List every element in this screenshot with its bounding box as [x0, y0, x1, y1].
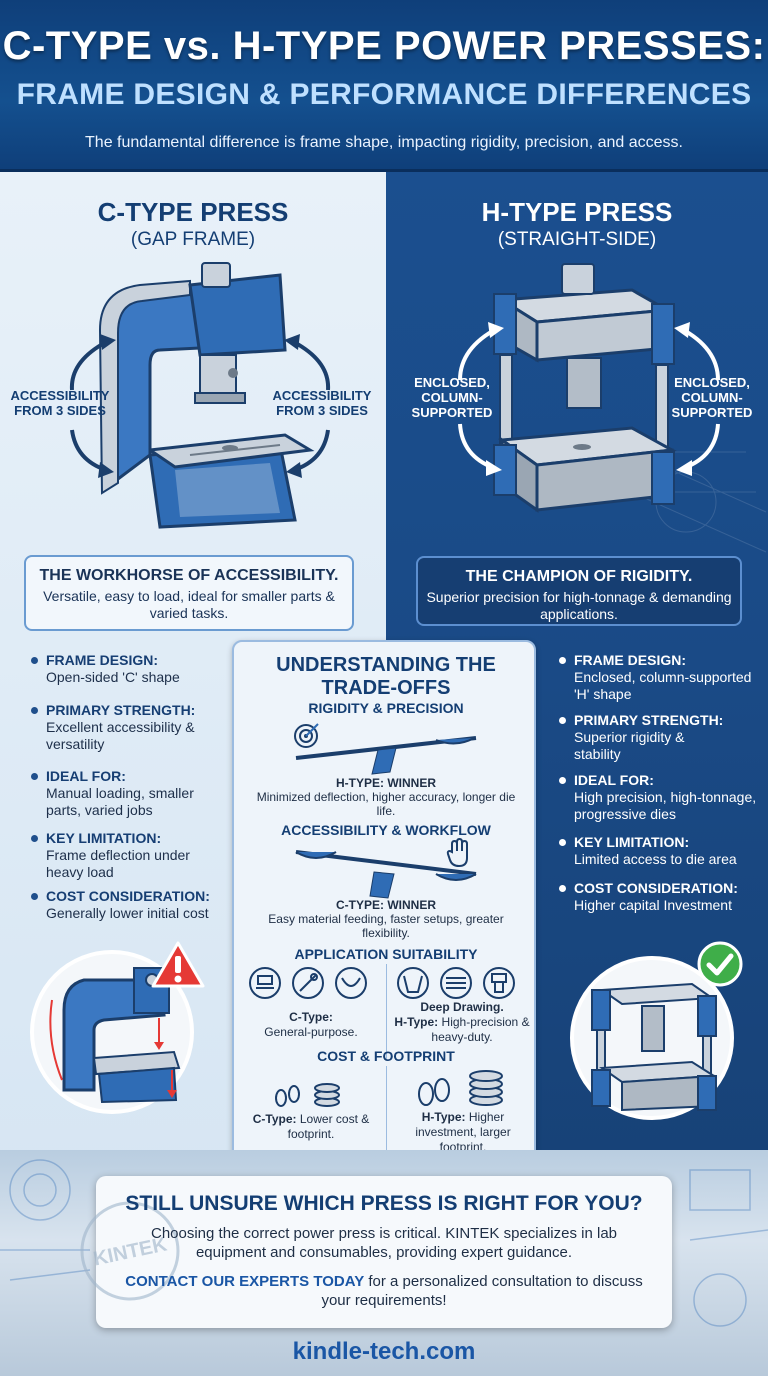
footer-domain-link[interactable]: kindle-tech.com	[292, 1338, 476, 1365]
c-type-arrows-right	[284, 334, 331, 478]
h-type-side-label-left: ENCLOSED, COLUMN-SUPPORTED	[411, 375, 493, 420]
c-type-tagline-text: Versatile, easy to load, ideal for small…	[43, 588, 335, 621]
c-type-side-label-right: ACCESSIBILITY FROM 3 SIDES	[272, 388, 372, 418]
h-type-feature: COST CONSIDERATION: Higher capital Inves…	[559, 880, 764, 914]
c-type-side-label-left: ACCESSIBILITY FROM 3 SIDES	[10, 388, 110, 418]
h-type-press-illustration	[493, 263, 677, 513]
check-icon	[697, 941, 743, 987]
c-type-deflection-illustration	[30, 950, 194, 1114]
header-banner: C-TYPE vs. H-TYPE POWER PRESSES: FRAME D…	[0, 0, 768, 172]
cta-text: Choosing the correct power press is crit…	[150, 1225, 618, 1261]
rigidity-text: Minimized deflection, higher accuracy, l…	[256, 790, 516, 818]
cost-h-line: H-Type: Higher investment, larger footpr…	[415, 1110, 511, 1154]
c-type-feature: PRIMARY STRENGTH: Excellent accessibilit…	[31, 702, 196, 752]
access-scale-illustration	[295, 850, 477, 899]
h-type-subtitle: (STRAIGHT-SIDE)	[497, 229, 657, 250]
h-type-tagline-box: THE CHAMPION OF RIGIDITY. Superior preci…	[416, 556, 742, 626]
trade-offs-panel: UNDERSTANDING THE TRADE-OFFS RIGIDITY & …	[232, 640, 536, 1162]
h-type-application-icons	[397, 967, 515, 999]
access-heading: ACCESSIBILITY & WORKFLOW	[281, 822, 491, 838]
c-type-application-icons	[249, 967, 367, 999]
h-type-tagline-heading: THE CHAMPION OF RIGIDITY.	[465, 568, 693, 585]
application-c-label: C-Type:	[289, 1010, 333, 1024]
page-subtitle: FRAME DESIGN & PERFORMANCE DIFFERENCES	[16, 78, 752, 111]
h-type-arrows-left	[458, 322, 504, 476]
h-type-arrows-right	[674, 322, 720, 476]
trade-offs-title-line1: UNDERSTANDING THE	[276, 654, 496, 676]
warning-icon	[151, 941, 205, 988]
c-type-arrows-left	[69, 334, 116, 478]
rigidity-winner: H-TYPE: WINNER	[336, 776, 436, 790]
trade-offs-title-line2: TRADE-OFFS	[321, 677, 451, 699]
h-type-stability-illustration	[570, 956, 734, 1120]
cost-divider	[386, 1066, 387, 1158]
h-type-feature: KEY LIMITATION: Limited access to die ar…	[559, 834, 764, 868]
hand-icon	[446, 838, 468, 868]
c-type-feature: COST CONSIDERATION: Generally lower init…	[31, 888, 236, 922]
h-type-feature: PRIMARY STRENGTH: Superior rigidity & st…	[559, 712, 734, 763]
access-winner: C-TYPE: WINNER	[336, 898, 436, 912]
c-type-title: C-TYPE PRESS	[97, 197, 289, 227]
application-divider	[386, 964, 387, 1060]
kintek-watermark: KINTEK	[80, 1201, 180, 1301]
blueprint-decoration	[0, 1159, 768, 1327]
footprint-icon	[418, 1078, 450, 1106]
h-type-title: H-TYPE PRESS	[481, 197, 673, 227]
c-type-feature: IDEAL FOR: Manual loading, smaller parts…	[31, 768, 216, 819]
c-type-tagline-box: THE WORKHORSE OF ACCESSIBILITY. Versatil…	[24, 555, 354, 631]
rigidity-scale-illustration	[295, 736, 477, 775]
h-type-side-label-right: ENCLOSED, COLUMN-SUPPORTED	[671, 375, 753, 420]
application-c-text: General-purpose.	[264, 1025, 358, 1039]
coins-icon	[314, 1083, 340, 1107]
access-text: Easy material feeding, faster setups, gr…	[268, 912, 504, 940]
c-type-feature: FRAME DESIGN: Open-sided 'C' shape	[31, 652, 226, 686]
cta-box: KINTEK STILL UNSURE WHICH PRESS IS RIGHT…	[80, 1176, 672, 1328]
c-type-subtitle: (GAP FRAME)	[130, 229, 256, 250]
target-icon	[294, 723, 319, 748]
c-type-tagline-heading: THE WORKHORSE OF ACCESSIBILITY.	[39, 567, 339, 584]
h-type-feature: FRAME DESIGN: Enclosed, column-supported…	[559, 652, 764, 703]
c-type-feature: KEY LIMITATION: Frame deflection under h…	[31, 830, 206, 881]
cta-contact-line: CONTACT OUR EXPERTS TODAY for a personal…	[125, 1273, 643, 1309]
application-heading: APPLICATION SUITABILITY	[294, 946, 478, 962]
coins-icon	[469, 1070, 503, 1106]
page-intro: The fundamental difference is frame shap…	[85, 134, 683, 151]
h-type-feature: IDEAL FOR: High precision, high-tonnage,…	[559, 772, 764, 823]
footprint-icon	[275, 1085, 300, 1107]
cost-c-line: C-Type: Lower cost & footprint.	[252, 1112, 370, 1141]
contact-link[interactable]: CONTACT OUR EXPERTS TODAY	[125, 1273, 365, 1290]
application-h-line: H-Type: High-precision & heavy-duty.	[394, 1015, 530, 1044]
cost-heading: COST & FOOTPRINT	[317, 1048, 455, 1064]
application-h-label1: Deep Drawing.	[420, 1000, 504, 1014]
page-title: C-TYPE vs. H-TYPE POWER PRESSES:	[2, 24, 766, 68]
rigidity-heading: RIGIDITY & PRECISION	[308, 700, 464, 716]
h-type-tagline-text: Superior precision for high-tonnage & de…	[426, 589, 732, 622]
cta-question: STILL UNSURE WHICH PRESS IS RIGHT FOR YO…	[125, 1192, 643, 1215]
